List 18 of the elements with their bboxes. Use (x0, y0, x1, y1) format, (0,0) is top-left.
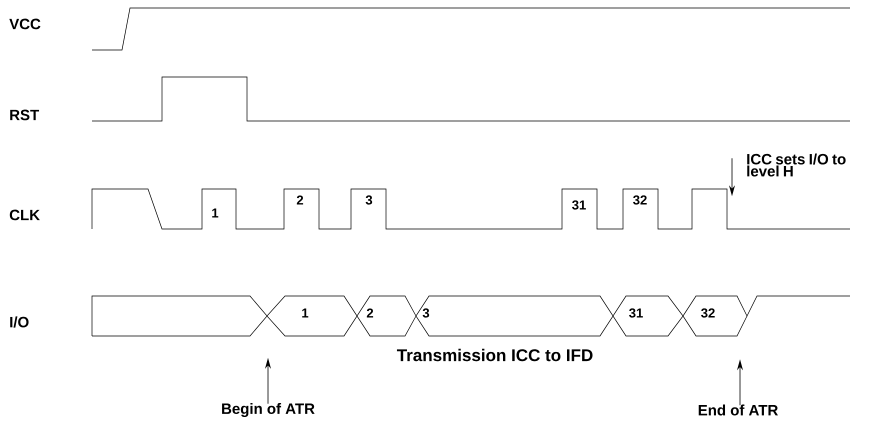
annotation-text: ICC sets I/O to level H (747, 154, 846, 176)
pulse-number: 31 (572, 200, 586, 210)
character-number: 1 (302, 308, 308, 318)
signal-name: I/O (10, 316, 29, 328)
character-number: 2 (366, 308, 374, 318)
caption-text: Transmission ICC to IFD (396, 348, 593, 362)
pulse-number: 2 (296, 195, 304, 205)
pulse-number: 32 (633, 195, 647, 205)
pulse-number: 1 (212, 208, 218, 218)
pulse-number: 3 (366, 195, 372, 205)
signal-name: VCC (9, 18, 40, 30)
annotation-text: End of ATR (698, 404, 778, 416)
character-number: 31 (629, 308, 643, 318)
annotation-text: Begin of ATR (222, 402, 315, 418)
signal-name: CLK (10, 210, 40, 220)
signal-name: RST (10, 110, 40, 120)
character-number: 3 (422, 308, 430, 318)
character-number: 32 (701, 308, 715, 318)
